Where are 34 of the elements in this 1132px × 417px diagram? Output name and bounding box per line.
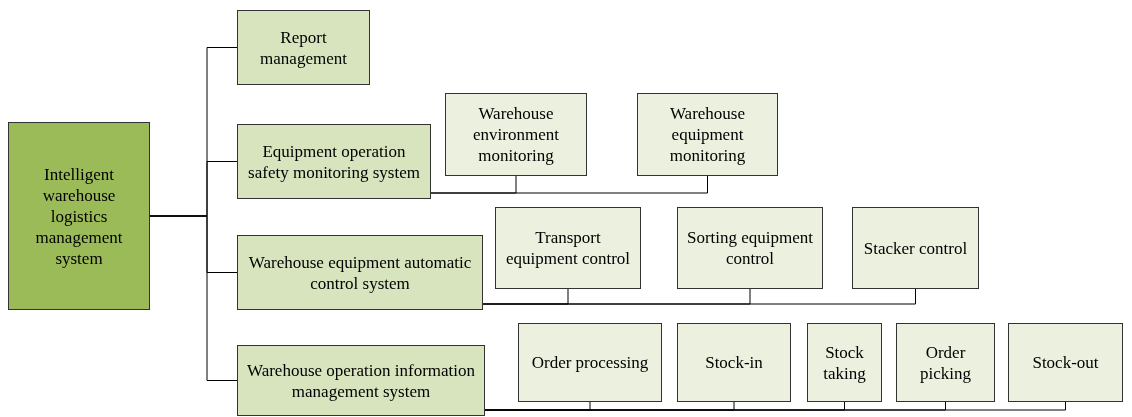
connector-line (482, 288, 916, 305)
process-box (237, 345, 485, 416)
node-label: Warehouse equipment automatic control system (247, 251, 473, 294)
process-box (518, 323, 662, 402)
node-label: Equipment operation safety monitoring system (247, 140, 421, 183)
node-label: Stock taking (822, 341, 867, 384)
process-box (237, 235, 483, 310)
process-box (237, 124, 431, 199)
connector-line (484, 401, 1066, 411)
process-box (1008, 323, 1123, 402)
node-label: Stacker control (863, 237, 968, 259)
process-box (852, 207, 979, 289)
process-box (677, 207, 823, 289)
node-label: Stock-in (705, 352, 763, 373)
node-label: Warehouse environment monitoring (472, 103, 560, 166)
connector-line (430, 175, 708, 194)
process-box (807, 323, 882, 402)
process-box (896, 323, 995, 402)
node-label: Report management (259, 26, 348, 69)
process-box (677, 323, 791, 402)
node-label: Order processing (531, 352, 649, 373)
node-label: Stock-out (1032, 352, 1099, 373)
node-label: Intelligent warehouse logistics management system (34, 163, 124, 269)
process-box (637, 93, 778, 176)
node-label: Order picking (919, 341, 972, 384)
node-label: Sorting equipment control (685, 227, 815, 269)
node-label: Warehouse operation information management system (245, 359, 477, 402)
root-box (8, 122, 150, 310)
process-box (445, 93, 587, 176)
node-label: Transport equipment control (504, 227, 632, 269)
connector-line (149, 215, 238, 381)
process-box (495, 207, 641, 289)
process-box (237, 10, 370, 85)
node-label: Warehouse equipment monitoring (668, 103, 747, 166)
